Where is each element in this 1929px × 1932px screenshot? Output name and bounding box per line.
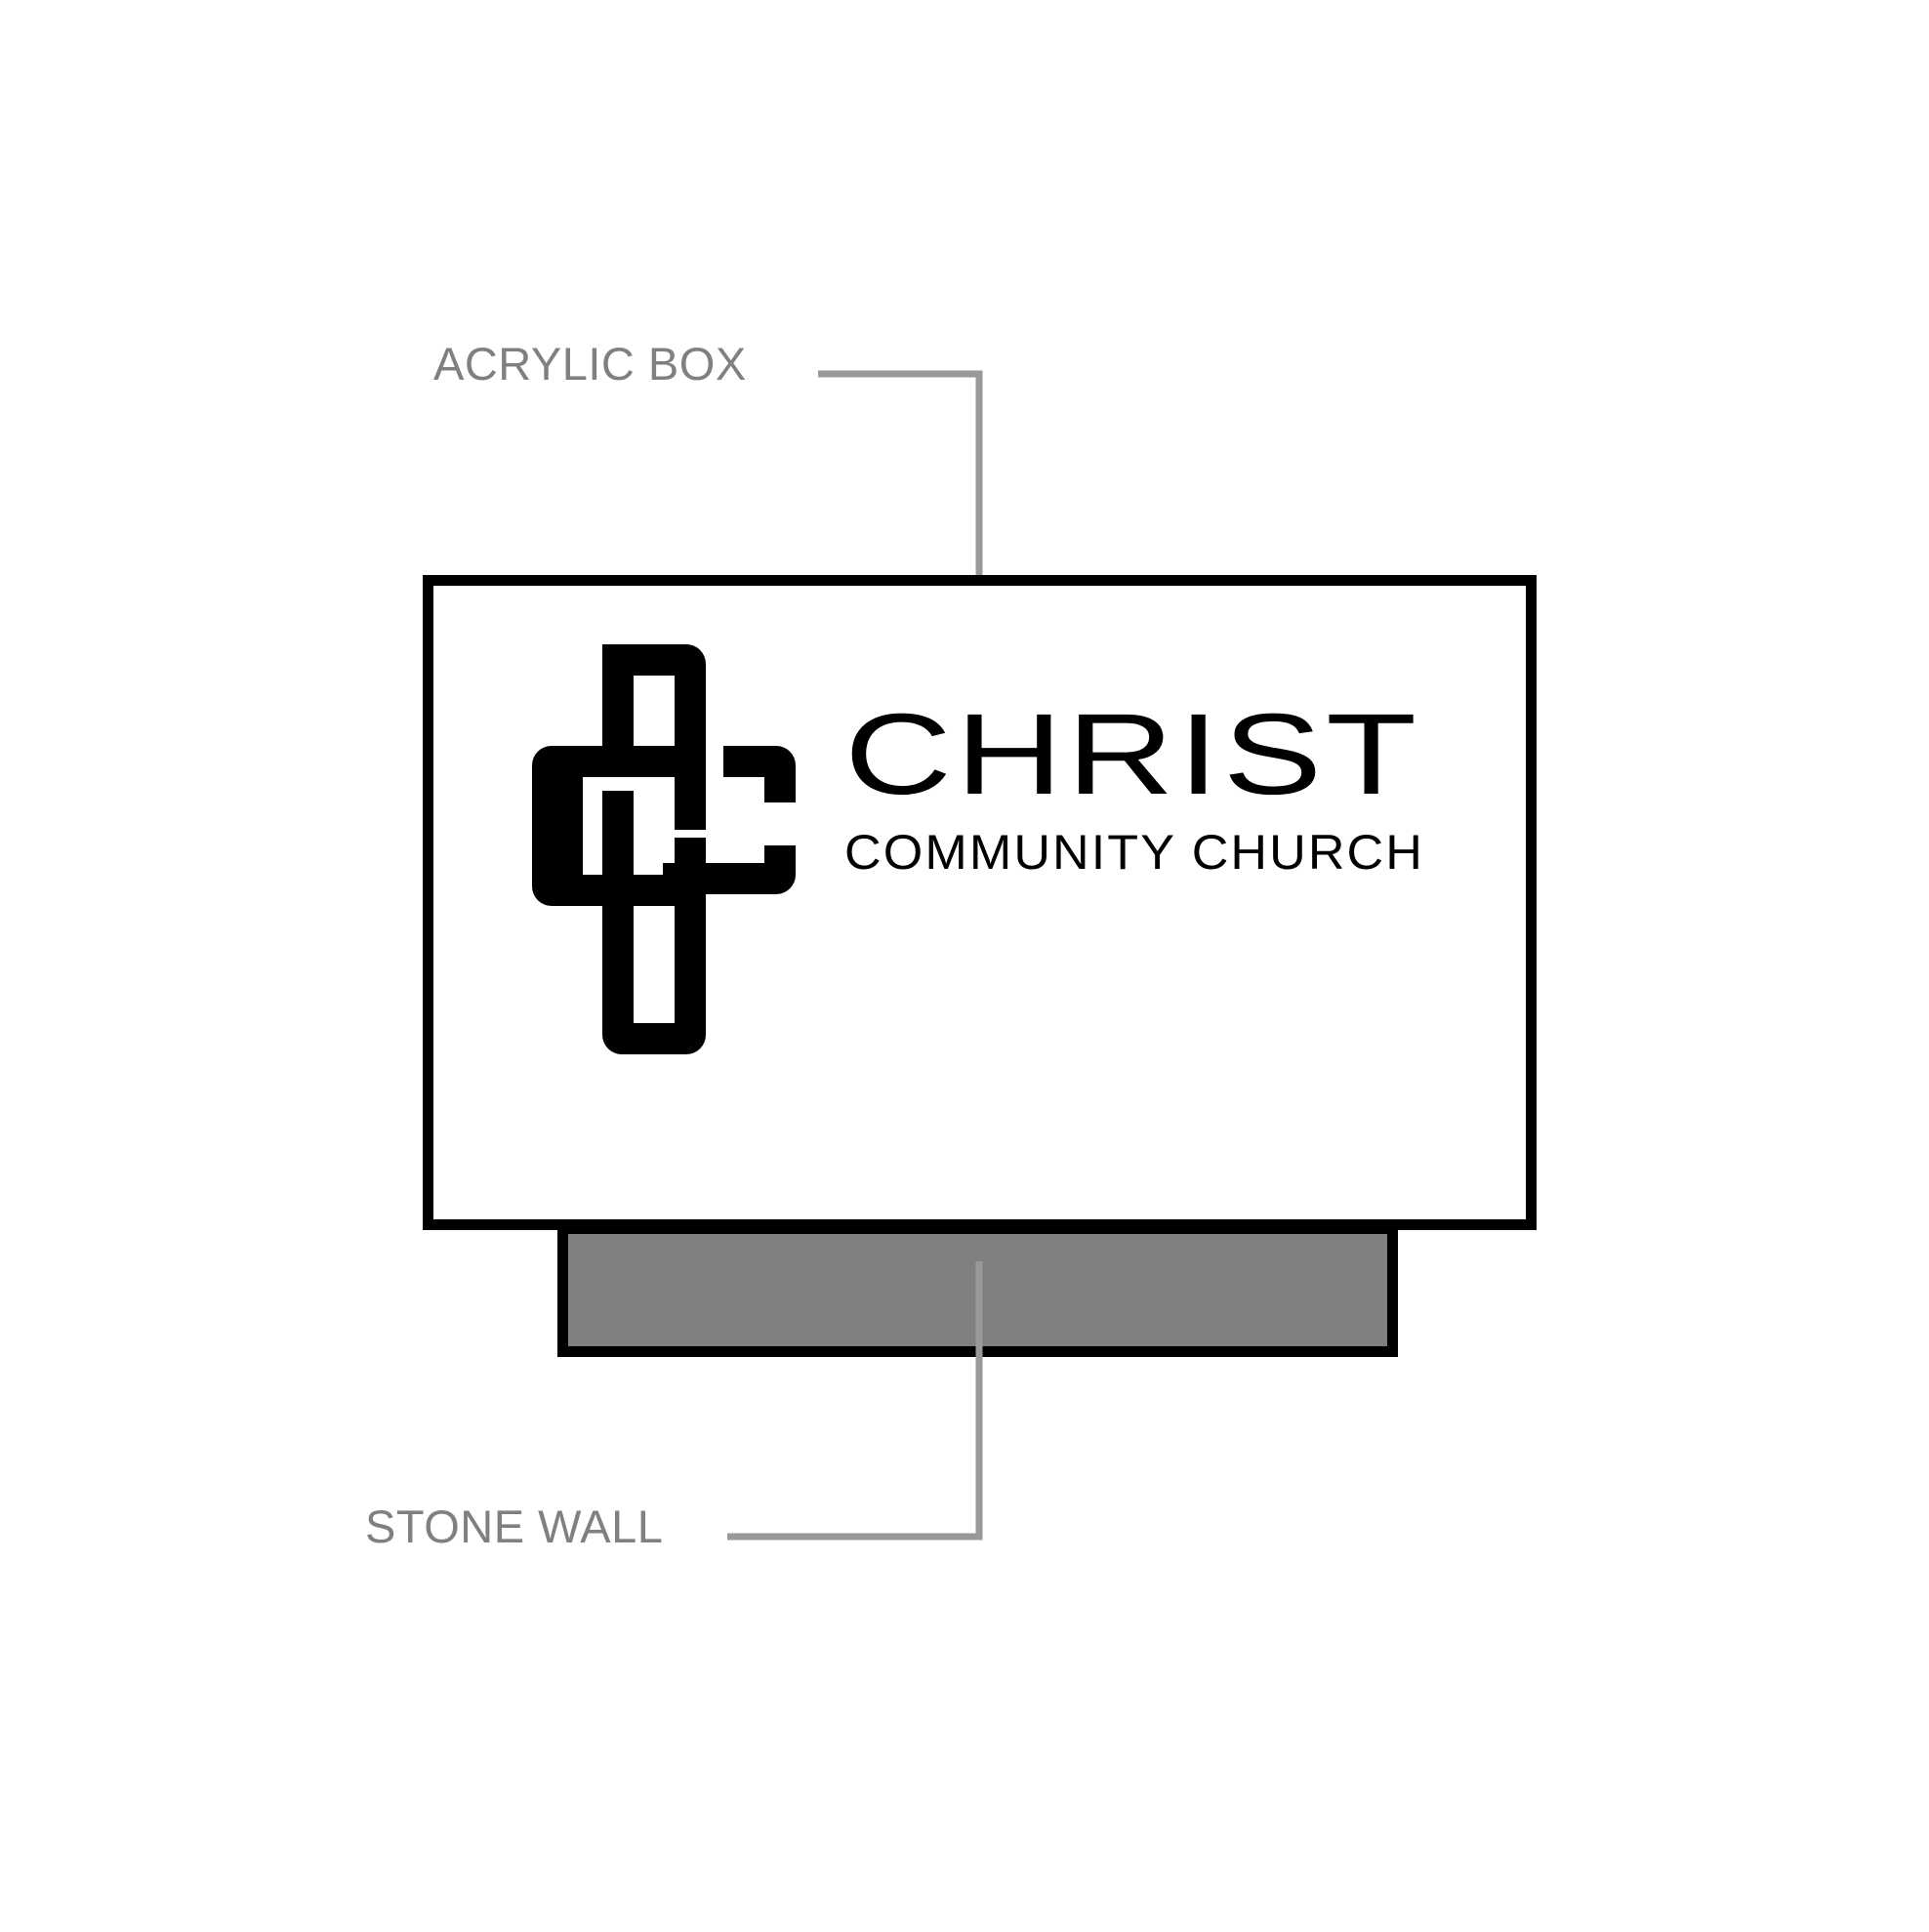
subwordmark-text: COMMUNITY CHURCH: [844, 825, 1424, 880]
logo-wordmark-christ: CHRIST: [844, 698, 1420, 815]
wordmark-text: CHRIST: [844, 698, 1420, 815]
stone-wall-callout-label: STONE WALL: [365, 1500, 664, 1552]
logo-wordmark-group: CHRIST COMMUNITY CHURCH: [844, 698, 1430, 880]
acrylic-box-leader-line: [818, 370, 983, 633]
interlocking-cross-icon: [532, 644, 796, 1054]
logo-subwordmark-community-church: COMMUNITY CHURCH: [844, 825, 1424, 880]
acrylic-box-callout-label: ACRYLIC BOX: [433, 338, 747, 390]
stone-wall-leader-line: [727, 1261, 983, 1541]
church-logo: CHRIST COMMUNITY CHURCH: [532, 644, 1430, 1054]
